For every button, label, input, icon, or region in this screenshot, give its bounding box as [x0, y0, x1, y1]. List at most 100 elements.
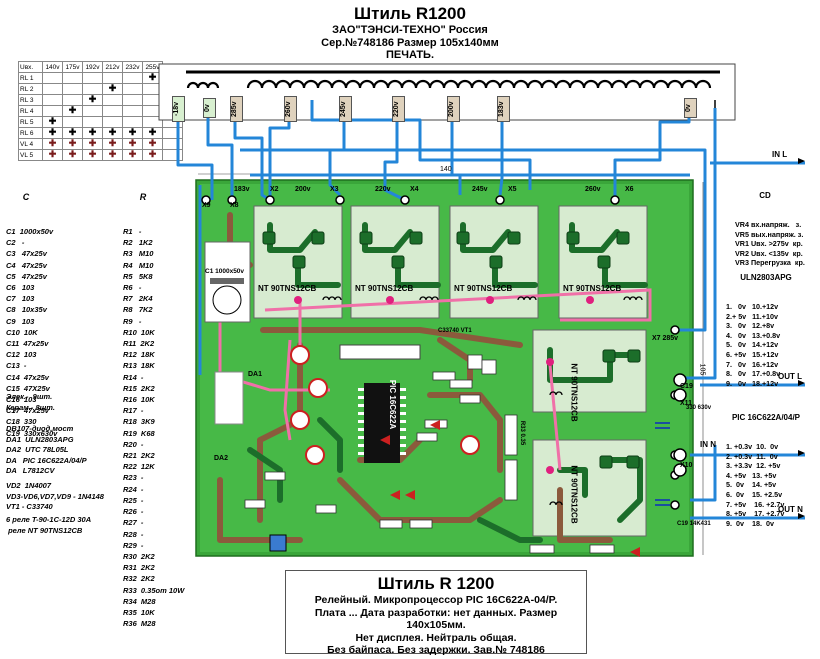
- component-notes: Элек.- 9шт. Керам.- 8шт.: [6, 392, 55, 413]
- tap-183v: 183v: [497, 96, 510, 122]
- capacitor-list-item: C12 103: [6, 350, 37, 360]
- label-out-l: OUT L: [778, 372, 802, 381]
- capacitor-list-title: C: [22, 192, 30, 203]
- relay-on-mark-icon: ✚: [88, 127, 97, 137]
- board-x2: X2: [270, 186, 279, 193]
- dimension-105: 105: [698, 363, 706, 376]
- pic-pin-row: 8. +5v 17. +2.7v: [726, 509, 785, 519]
- led-on-mark-icon: ✚: [108, 138, 117, 148]
- tap-200v: 200v: [447, 96, 460, 122]
- uln-pin-row: 8. 0v 17.+0.8v: [726, 369, 781, 379]
- cd-row: VR3 Перегрузка кр.: [735, 258, 805, 268]
- resistor-list-item: R8 7K2: [123, 305, 153, 315]
- capacitor-list-item: C17 47x25v: [6, 406, 49, 416]
- led-on-mark-icon: ✚: [48, 149, 57, 159]
- page-title: Штиль R1200: [354, 4, 466, 23]
- resistor-list-item: R4 M10: [123, 260, 154, 270]
- capacitor-list-item: C1 1000x50v: [6, 227, 54, 237]
- resistor-list-item: R19 K68: [123, 428, 155, 438]
- capacitor-list-item: C2 -: [6, 238, 25, 248]
- cd-title: CD: [759, 191, 771, 201]
- relay-on-mark-icon: ✚: [88, 94, 97, 104]
- tap-260v: 260v: [284, 96, 297, 122]
- print-label: ПЕЧАТЬ.: [385, 49, 435, 61]
- resistor-list-item: R26 -: [123, 507, 144, 517]
- capacitor-list-item: C15 47X25v: [6, 383, 50, 393]
- relay-table-cell: ✚: [142, 149, 163, 161]
- capacitor-c1: [204, 241, 251, 323]
- pic-pin-row: 4. +5v 13. +5v: [726, 470, 777, 480]
- resistor-list-item: R16 10K: [123, 395, 155, 405]
- resistor-list-item: R32 2K2: [123, 574, 155, 584]
- pic-pin-row: 3. +3.3v 12. +5v: [726, 461, 781, 471]
- uln-pin-row: 9. 0v 18.+12v: [726, 378, 779, 388]
- board-x6: X6: [625, 186, 634, 193]
- capacitor-list-item: C5 47x25v: [6, 271, 47, 281]
- uln-pin-row: 2.+ 5v 11.+10v: [726, 311, 778, 321]
- relay-label-2: NT 90TNS12CB: [355, 284, 414, 293]
- board-c19-value: 330 630v: [686, 405, 712, 411]
- resistor-list-item: R30 2K2: [123, 551, 155, 561]
- label-in-l: IN L: [772, 150, 788, 159]
- led-on-mark-icon: ✚: [128, 149, 137, 159]
- capacitor-list-item: C16 103: [6, 395, 37, 405]
- note-da1: DA1 ULN2803APG: [6, 434, 74, 444]
- footer-line-5: Без байпаса. Без задержки. Зав.№ 748186: [327, 644, 545, 656]
- board-x3: X3: [330, 186, 339, 193]
- board-260v: 260v: [585, 186, 601, 193]
- cd-row: VR2 Uвх. <135v кр.: [735, 248, 803, 258]
- led-on-mark-icon: ✚: [148, 138, 157, 148]
- board-x4: X4: [410, 186, 419, 193]
- board-245v: 245v: [472, 186, 488, 193]
- tap-285v: 285v: [230, 96, 243, 122]
- relay-on-mark-icon: ✚: [68, 127, 77, 137]
- resistor-list-item: R12 18K: [123, 350, 155, 360]
- resistor-list-item: R22 12K: [123, 462, 155, 472]
- note-keram: Керам.- 8шт.: [6, 402, 55, 412]
- note-da: DA PIC 16C622A/04/P: [6, 455, 87, 465]
- relay-pads: [262, 231, 641, 469]
- pic-pin-row: 6. 0v 15. +2.5v: [726, 489, 783, 499]
- uln-pin-row: 5. 0v 14.+12v: [726, 340, 779, 350]
- relay-on-mark-icon: ✚: [148, 72, 157, 82]
- relay-on-mark-icon: ✚: [128, 127, 137, 137]
- resistor-list-item: R25 -: [123, 495, 144, 505]
- cd-rows: VR4 вх.напряж. з.VR5 вых.напряж. з.VR1 U…: [735, 220, 805, 268]
- board-x10: X10: [680, 462, 693, 469]
- board-c19-varistor: C19 14K431: [677, 521, 711, 527]
- footer-line-4: Нет дисплея. Нейтраль общая.: [355, 631, 517, 644]
- arrow-marks: [798, 158, 805, 519]
- board-c1: C1 1000x50v: [205, 268, 245, 275]
- relay-on-mark-icon: ✚: [108, 83, 117, 93]
- resistor-list-item: R1 -: [123, 227, 142, 237]
- capacitor-list-item: C13 -: [6, 361, 27, 371]
- ic-notes: DB107-диод.мост DA1 ULN2803APG DA2 UTC 7…: [6, 424, 87, 477]
- uln-pin-row: 7. 0v 16.+12v: [726, 359, 779, 369]
- resistor-list-title: R: [139, 192, 147, 203]
- resistor-list-item: R24 -: [123, 484, 144, 494]
- trimmer-resistor: [269, 534, 287, 552]
- relay-table-row: VL 5✚✚✚✚✚✚: [18, 149, 183, 161]
- board-x9: X9: [202, 202, 211, 209]
- cd-table: CD VR4 вх.напряж. з.VR5 вых.напряж. з.VR…: [735, 172, 805, 278]
- board-x7: X7 285v: [652, 335, 679, 342]
- label-in-n: IN N: [700, 440, 716, 449]
- resistor-list-item: R29 -: [123, 540, 144, 550]
- uln-pin-row: 4. 0v 13.+0.8v: [726, 330, 781, 340]
- led-on-mark-icon: ✚: [88, 138, 97, 148]
- footer-line-2: Релейный. Микропроцессор PIC 16C622A-04/…: [314, 594, 558, 606]
- board-200v: 200v: [295, 186, 311, 193]
- note-da3: DA L7812CV: [6, 466, 55, 475]
- uln-pin-row: 6. +5v 15.+12v: [726, 349, 779, 359]
- cd-row: VR1 Uвх. >275v кр.: [735, 239, 803, 249]
- footer-box: Штиль R 1200 Релейный. Микропроцессор PI…: [285, 570, 587, 656]
- pic-title: PIC 16C622A/04/P: [731, 413, 801, 423]
- resistor-list-item: R18 3K9: [123, 417, 155, 427]
- dimension-140: 140: [440, 166, 452, 173]
- led-on-mark-icon: ✚: [148, 149, 157, 159]
- note-elek: Элек.- 9шт.: [6, 392, 53, 401]
- note-vt1: VT1 - C33740: [6, 502, 53, 511]
